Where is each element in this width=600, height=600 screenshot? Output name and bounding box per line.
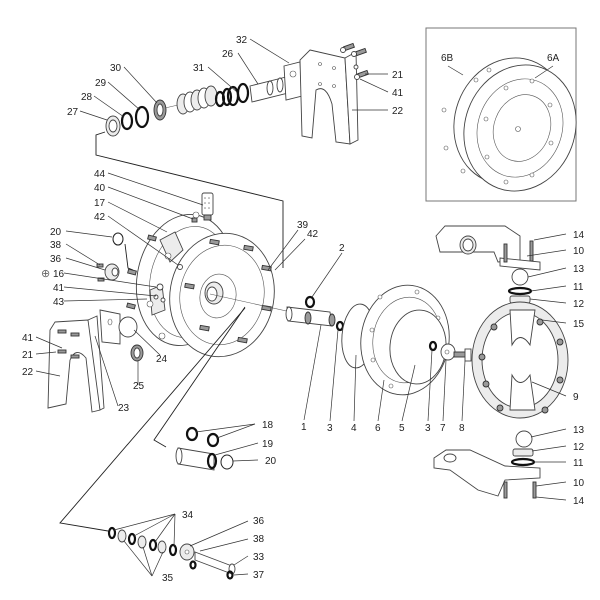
callout-12-bottom: 12: [573, 442, 585, 453]
pump-body-right: [433, 225, 569, 499]
callout-17: 17: [94, 198, 106, 209]
callout-6: 6: [375, 423, 381, 434]
callout-35: 35: [162, 573, 174, 584]
callout-40: 40: [94, 183, 106, 194]
callout-42-right: 42: [307, 229, 319, 240]
callout-22-left: 22: [22, 367, 34, 378]
callout-10-top: 10: [573, 246, 585, 257]
callout-14-top: 14: [573, 230, 585, 241]
leader-lines: [35, 38, 567, 577]
chamber-studs: [184, 238, 272, 344]
callout-37: 37: [253, 570, 265, 581]
mounting-bracket-top: [299, 42, 369, 145]
callout-19: 19: [262, 439, 274, 450]
callout-28: 28: [81, 92, 93, 103]
callout-30: 30: [110, 63, 122, 74]
callout-31: 31: [193, 63, 205, 74]
callout-3-right: 3: [425, 423, 431, 434]
callout-3-left: 3: [327, 423, 333, 434]
body-bolts: [478, 318, 564, 414]
callout-41-mid: 41: [53, 283, 65, 294]
diaphragm-6a: [463, 64, 577, 192]
callout-11-bottom: 11: [573, 458, 584, 469]
callout-42-left: 42: [94, 212, 106, 223]
leader-bracket-valve: [95, 131, 284, 268]
callout-10-bottom: 10: [573, 478, 585, 489]
callout-2: 2: [339, 243, 345, 254]
callout-13-bottom: 13: [573, 425, 585, 436]
callout-21-top: 21: [392, 70, 404, 81]
label-6a: 6A: [547, 53, 560, 64]
callout-20-bottom: 20: [265, 456, 277, 467]
callout-34: 34: [182, 510, 194, 521]
callout-4: 4: [351, 423, 357, 434]
callout-43: 43: [53, 297, 65, 308]
air-valve-assembly: [105, 61, 303, 137]
callout-39: 39: [297, 220, 309, 231]
callout-13-top: 13: [573, 264, 585, 275]
callout-32: 32: [236, 35, 248, 46]
spool-seal-stack: [176, 85, 218, 115]
callout-24: 24: [156, 354, 168, 365]
diaphragm-inset: 6B 6A: [425, 27, 577, 202]
callout-9: 9: [573, 392, 579, 403]
callout-5: 5: [399, 423, 405, 434]
callout-29: 29: [95, 78, 107, 89]
callout-8: 8: [459, 423, 465, 434]
pilot-valve-parts: [153, 306, 246, 471]
callout-36-bottom: 36: [253, 516, 265, 527]
callout-15: 15: [573, 319, 585, 330]
callout-11-top: 11: [573, 282, 584, 293]
callout-16-marker: ⊕: [41, 268, 50, 280]
callout-1: 1: [301, 422, 307, 433]
callout-26: 26: [222, 49, 234, 60]
mounting-bracket-left: [47, 309, 144, 413]
center-body: [126, 192, 275, 358]
callout-labels: 32 26 31 30 29 28 27 21 41 22 44 40 17 4…: [22, 35, 585, 584]
callout-33: 33: [253, 552, 265, 563]
callout-14-bottom: 14: [573, 496, 585, 507]
label-6b: 6B: [441, 53, 454, 64]
callout-20-left: 20: [50, 227, 62, 238]
callout-7: 7: [440, 423, 446, 434]
callout-18: 18: [262, 420, 274, 431]
callout-36-left: 36: [50, 254, 62, 265]
pilot-spool-assembly: [59, 307, 246, 580]
callout-41-top: 41: [392, 88, 404, 99]
callout-12-top: 12: [573, 299, 585, 310]
shaft-diaphragm-stack: [209, 284, 472, 396]
left-small-parts: [96, 232, 134, 282]
callout-25: 25: [133, 381, 145, 392]
callout-16: 16: [53, 269, 65, 280]
callout-21-left: 21: [22, 350, 34, 361]
callout-27: 27: [67, 107, 79, 118]
callout-23: 23: [118, 403, 130, 414]
callout-22-top: 22: [392, 106, 404, 117]
callout-44: 44: [94, 169, 106, 180]
callout-38-left: 38: [50, 240, 62, 251]
callout-38-bottom: 38: [253, 534, 265, 545]
callout-41-left: 41: [22, 333, 34, 344]
bolts-21: [340, 42, 369, 80]
